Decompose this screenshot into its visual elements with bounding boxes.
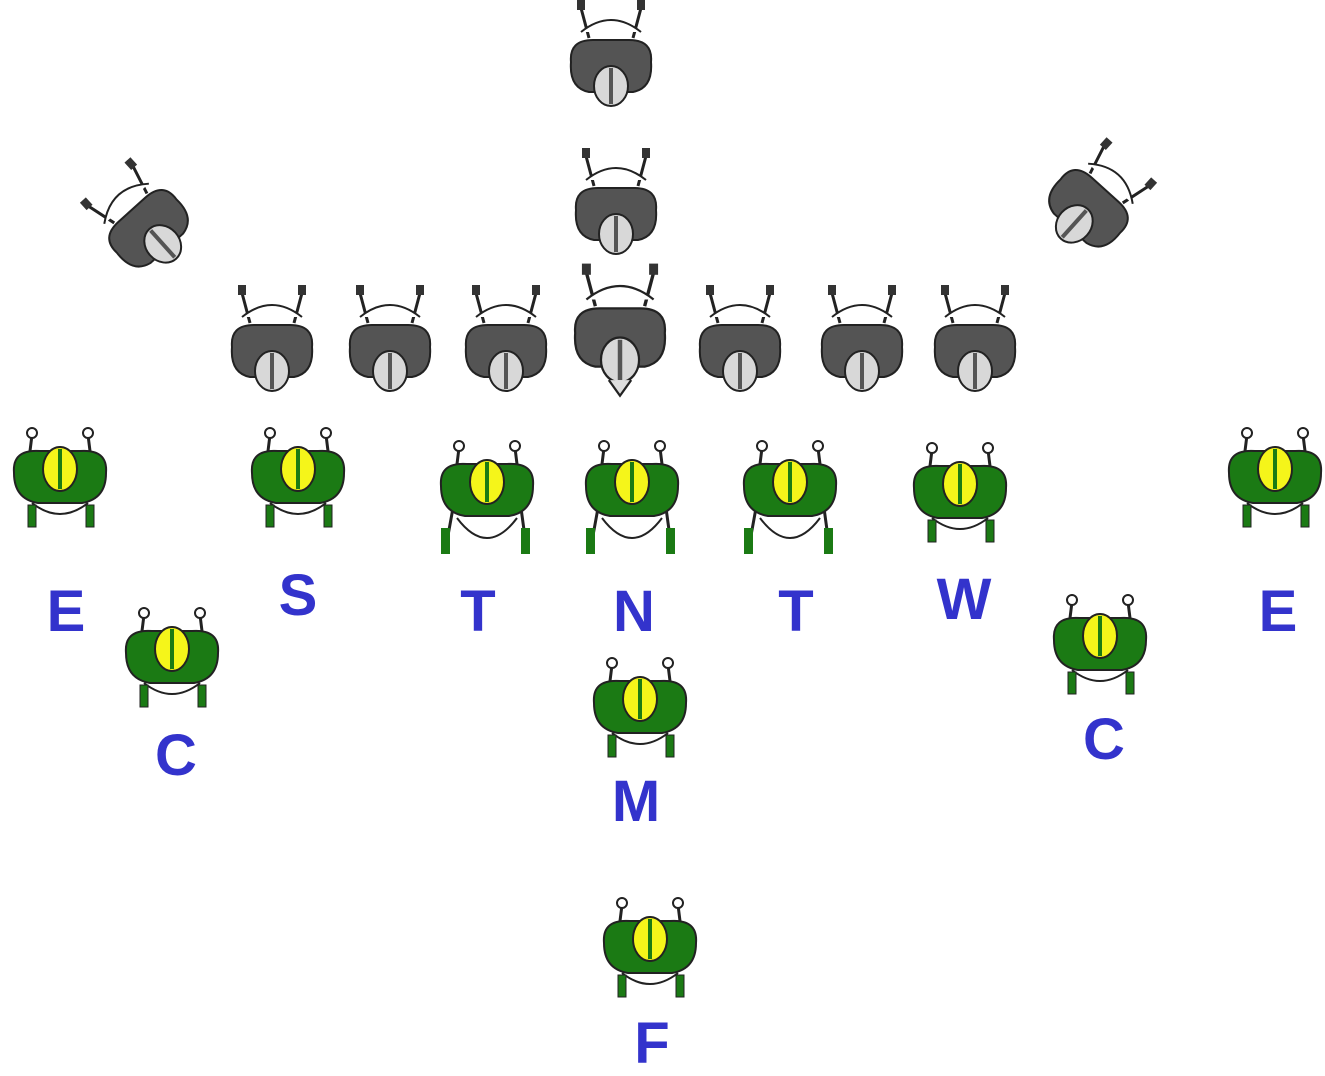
defense-player-m bbox=[592, 657, 688, 758]
defense-player-n bbox=[584, 440, 680, 554]
label-t-right: T bbox=[778, 579, 814, 644]
label-n: N bbox=[613, 579, 655, 644]
label-m: M bbox=[611, 769, 661, 834]
offense-player-left-wing bbox=[79, 157, 189, 268]
label-t-left: T bbox=[460, 579, 496, 644]
defense-player-e-right bbox=[1227, 427, 1323, 528]
offense-player-right-wing bbox=[1048, 137, 1158, 248]
offense-player-qb-shotgun bbox=[574, 148, 658, 255]
label-c-left: C bbox=[155, 723, 197, 788]
label-e-right: E bbox=[1258, 579, 1298, 644]
defense-players bbox=[12, 427, 1323, 998]
offense-player-left-tackle bbox=[230, 285, 314, 392]
offense-player-right-guard-outer bbox=[820, 285, 904, 392]
label-c-right: C bbox=[1083, 707, 1125, 772]
offense-player-center bbox=[573, 263, 667, 398]
offense-player-right-tackle bbox=[933, 285, 1017, 392]
defense-player-e-left bbox=[12, 427, 108, 528]
defense-player-t-left bbox=[439, 440, 535, 554]
defense-player-t-right bbox=[742, 440, 838, 554]
defense-player-w bbox=[912, 442, 1008, 543]
offense-player-left-guard bbox=[464, 285, 548, 392]
offense-player-qb-deep bbox=[569, 0, 653, 107]
label-w: W bbox=[936, 567, 992, 632]
label-e-left: E bbox=[46, 579, 86, 644]
defense-player-f bbox=[602, 897, 698, 998]
defense-player-s bbox=[250, 427, 346, 528]
offense-players bbox=[79, 0, 1158, 398]
label-f: F bbox=[634, 1011, 670, 1076]
defense-player-c-left bbox=[124, 607, 220, 708]
offense-player-right-guard bbox=[698, 285, 782, 392]
defense-player-c-right bbox=[1052, 594, 1148, 695]
offense-player-left-guard-outer bbox=[348, 285, 432, 392]
label-s: S bbox=[278, 563, 318, 628]
